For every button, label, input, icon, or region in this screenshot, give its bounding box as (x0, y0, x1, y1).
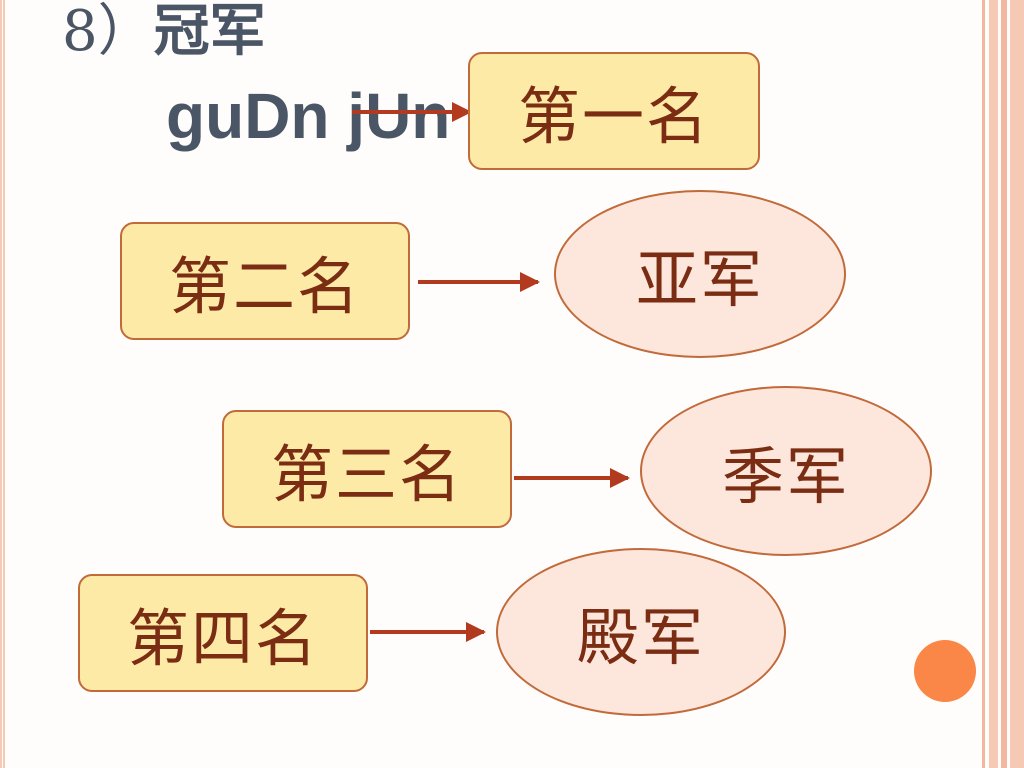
rank-box-third: 第三名 (222, 410, 512, 528)
title-pinyin: guDn jUn (166, 80, 451, 152)
accent-dot (914, 640, 976, 702)
rank-box-fourth: 第四名 (78, 574, 368, 692)
result-oval-fourth: 殿军 (496, 548, 786, 716)
slide-title: 8）冠军 (62, 0, 266, 72)
rank-box-first: 第一名 (468, 52, 760, 170)
title-number: 8） (62, 0, 154, 64)
rank-box-second: 第二名 (120, 222, 410, 340)
title-hanzi: 冠军 (153, 0, 266, 64)
right-border-decoration (976, 0, 1024, 768)
result-oval-third: 季军 (640, 386, 932, 556)
result-oval-second: 亚军 (554, 190, 846, 358)
left-border-decoration (0, 0, 6, 768)
